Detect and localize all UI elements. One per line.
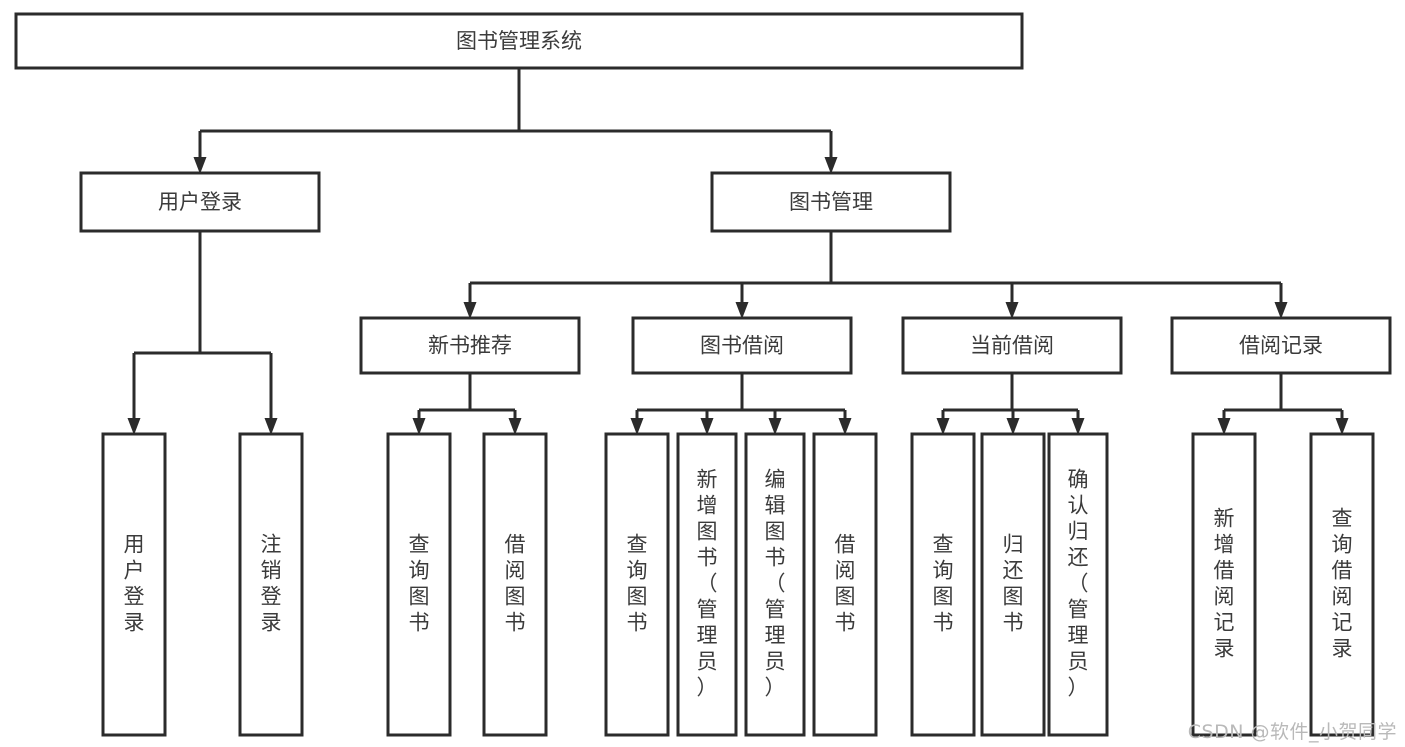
node-box-leaf-query-book-1[interactable] (386, 432, 452, 737)
node-label-leaf-query-book-1: 查询图书 (409, 533, 430, 635)
node-label-leaf-user-login: 用户登录 (124, 533, 145, 635)
node-box-leaf-query-book-2[interactable] (604, 432, 670, 737)
node-box-leaf-borrow-book-1[interactable] (482, 432, 548, 737)
node-leaf-query-record[interactable]: 查询借阅记录 (1309, 432, 1375, 737)
node-book-borrow[interactable]: 图书借阅 (631, 316, 853, 375)
node-box-current-borrow[interactable] (901, 316, 1123, 375)
arrow-head-leaf-return-book (1006, 418, 1020, 435)
node-box-new-book-rec[interactable] (359, 316, 581, 375)
node-box-book-manage[interactable] (710, 171, 952, 233)
node-label-borrow-record: 借阅记录 (1239, 334, 1323, 358)
node-box-borrow-record[interactable] (1170, 316, 1392, 375)
node-box-leaf-logout[interactable] (238, 432, 304, 737)
arrow-head-user-login (193, 157, 207, 174)
node-borrow-record[interactable]: 借阅记录 (1170, 316, 1392, 375)
node-box-root[interactable] (14, 12, 1024, 70)
node-box-leaf-query-record[interactable] (1309, 432, 1375, 737)
node-box-book-borrow[interactable] (631, 316, 853, 375)
arrow-head-book-borrow (735, 302, 749, 319)
node-label-leaf-add-book: 新增图书（管理员） (697, 468, 718, 700)
arrow-head-leaf-query-record (1335, 418, 1349, 435)
arrow-head-leaf-query-book-3 (936, 418, 950, 435)
node-leaf-borrow-book-1[interactable]: 借阅图书 (482, 432, 548, 737)
arrow-head-leaf-user-login (127, 418, 141, 435)
arrow-head-leaf-borrow-book-1 (508, 418, 522, 435)
node-label-leaf-query-book-3: 查询图书 (933, 533, 954, 635)
node-leaf-confirm-return[interactable]: 确认归还（管理员） (1047, 432, 1109, 737)
node-book-manage[interactable]: 图书管理 (710, 171, 952, 233)
arrow-head-leaf-query-book-1 (412, 418, 426, 435)
node-box-leaf-confirm-return[interactable] (1047, 432, 1109, 737)
arrow-head-leaf-confirm-return (1071, 418, 1085, 435)
node-box-leaf-user-login[interactable] (101, 432, 167, 737)
node-root[interactable]: 图书管理系统 (14, 12, 1024, 70)
node-label-new-book-rec: 新书推荐 (428, 334, 512, 358)
node-new-book-rec[interactable]: 新书推荐 (359, 316, 581, 375)
arrow-head-leaf-add-book (700, 418, 714, 435)
arrow-head-leaf-logout (264, 418, 278, 435)
watermark-label: CSDN @软件_小贺同学 (1187, 721, 1397, 743)
node-leaf-add-record[interactable]: 新增借阅记录 (1191, 432, 1257, 737)
node-box-leaf-return-book[interactable] (980, 432, 1046, 737)
node-leaf-logout[interactable]: 注销登录 (238, 432, 304, 737)
arrow-head-current-borrow (1005, 302, 1019, 319)
node-box-user-login[interactable] (79, 171, 321, 233)
node-leaf-add-book[interactable]: 新增图书（管理员） (676, 432, 738, 737)
node-user-login[interactable]: 用户登录 (79, 171, 321, 233)
node-leaf-borrow-book-2[interactable]: 借阅图书 (812, 432, 878, 737)
node-leaf-query-book-3[interactable]: 查询图书 (910, 432, 976, 737)
node-leaf-user-login[interactable]: 用户登录 (101, 432, 167, 737)
node-box-leaf-borrow-book-2[interactable] (812, 432, 878, 737)
arrow-head-leaf-query-book-2 (630, 418, 644, 435)
arrow-head-borrow-record (1274, 302, 1288, 319)
node-box-leaf-add-book[interactable] (676, 432, 738, 737)
node-label-leaf-edit-book: 编辑图书（管理员） (765, 468, 786, 700)
node-label-book-manage: 图书管理 (789, 190, 873, 214)
node-leaf-query-book-1[interactable]: 查询图书 (386, 432, 452, 737)
node-box-leaf-edit-book[interactable] (744, 432, 806, 737)
node-label-leaf-query-record: 查询借阅记录 (1332, 507, 1353, 661)
node-label-root: 图书管理系统 (456, 29, 582, 53)
node-label-book-borrow: 图书借阅 (700, 334, 784, 358)
node-current-borrow[interactable]: 当前借阅 (901, 316, 1123, 375)
node-label-leaf-query-book-2: 查询图书 (627, 533, 648, 635)
node-box-leaf-add-record[interactable] (1191, 432, 1257, 737)
node-label-leaf-borrow-book-2: 借阅图书 (835, 533, 856, 635)
node-label-leaf-add-record: 新增借阅记录 (1214, 507, 1235, 661)
arrow-head-leaf-edit-book (768, 418, 782, 435)
node-label-current-borrow: 当前借阅 (970, 334, 1054, 358)
arrow-head-leaf-add-record (1217, 418, 1231, 435)
node-leaf-edit-book[interactable]: 编辑图书（管理员） (744, 432, 806, 737)
node-layer: 图书管理系统用户登录图书管理新书推荐图书借阅当前借阅借阅记录用户登录注销登录查询… (14, 12, 1392, 737)
node-leaf-query-book-2[interactable]: 查询图书 (604, 432, 670, 737)
node-box-leaf-query-book-3[interactable] (910, 432, 976, 737)
node-label-leaf-logout: 注销登录 (261, 533, 282, 635)
connector-layer (127, 68, 1349, 435)
arrow-head-new-book-rec (463, 302, 477, 319)
node-label-leaf-borrow-book-1: 借阅图书 (505, 533, 526, 635)
node-label-leaf-return-book: 归还图书 (1003, 533, 1024, 635)
node-label-leaf-confirm-return: 确认归还（管理员） (1068, 468, 1089, 700)
node-leaf-return-book[interactable]: 归还图书 (980, 432, 1046, 737)
arrow-head-leaf-borrow-book-2 (838, 418, 852, 435)
arrow-head-book-manage (824, 157, 838, 174)
node-label-user-login: 用户登录 (158, 190, 242, 214)
